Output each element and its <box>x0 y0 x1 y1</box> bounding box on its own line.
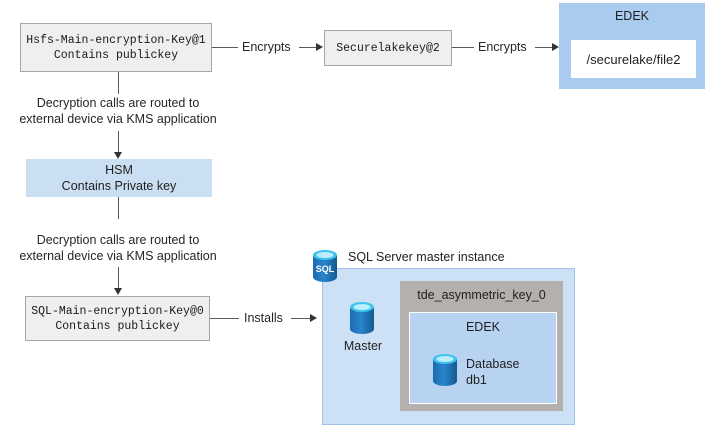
connector-label-encrypts-2: Encrypts <box>478 40 527 54</box>
hsfs-key-line2: Contains publickey <box>53 48 179 62</box>
connector-label-installs: Installs <box>244 311 283 325</box>
arrowhead-to-sql-key <box>114 288 122 295</box>
node-securelakekey[interactable]: Securelakekey@2 <box>324 30 452 66</box>
edek-file-box[interactable]: /securelake/file2 <box>571 40 696 78</box>
sql-server-icon: SQL <box>311 249 339 283</box>
connector-line-hsm-down <box>118 197 119 219</box>
connector-line-encrypts-to-edek <box>535 47 552 48</box>
connector-line-securelake-to-encrypts <box>452 47 474 48</box>
hsm-line2: Contains Private key <box>61 179 177 193</box>
securelakekey-line1: Securelakekey@2 <box>336 41 440 55</box>
node-sql-main-encryption-key[interactable]: SQL-Main-encryption-Key@0 Contains publi… <box>25 296 210 341</box>
tde-asymmetric-key-label: tde_asymmetric_key_0 <box>417 288 546 302</box>
connector-line-note2-down <box>118 267 119 290</box>
arrowhead-to-sql-instance <box>310 314 317 322</box>
arrowhead-to-hsm <box>114 152 122 159</box>
connector-line-encrypts-to-securelake <box>299 47 316 48</box>
master-database-label: Master <box>343 339 383 353</box>
connector-line-note1-down <box>118 131 119 154</box>
connector-line-sqlkey-to-installs <box>210 318 239 319</box>
database-db1-icon <box>431 353 459 387</box>
connector-line-hsfs-down <box>118 72 119 94</box>
connector-label-encrypts-1: Encrypts <box>242 40 291 54</box>
box-inner-edek: EDEK <box>409 312 557 404</box>
node-hsm[interactable]: HSM Contains Private key <box>26 159 212 197</box>
edek-panel-title: EDEK <box>614 9 650 23</box>
connector-line-hsfs-to-encrypts <box>212 47 238 48</box>
hsfs-key-line1: Hsfs-Main-encryption-Key@1 <box>26 33 206 47</box>
sql-key-line2: Contains publickey <box>55 319 180 333</box>
connector-line-installs-to-sql <box>291 318 310 319</box>
node-hsfs-main-encryption-key[interactable]: Hsfs-Main-encryption-Key@1 Contains publ… <box>20 23 212 72</box>
hsm-line1: HSM <box>105 163 133 177</box>
master-database-icon <box>348 301 376 335</box>
caption-decryption-note-1: Decryption calls are routed to external … <box>19 96 217 126</box>
database-db1-label: Database db1 <box>466 357 520 387</box>
arrowhead-to-edek-panel <box>552 43 559 51</box>
caption-decryption-note-2: Decryption calls are routed to external … <box>19 233 217 263</box>
inner-edek-title: EDEK <box>465 320 501 334</box>
box-tde-asymmetric-key: tde_asymmetric_key_0 EDEK <box>400 281 563 411</box>
sql-instance-title: SQL Server master instance <box>348 250 505 264</box>
svg-text:SQL: SQL <box>316 264 335 274</box>
sql-key-line1: SQL-Main-encryption-Key@0 <box>31 304 204 318</box>
arrowhead-to-securelakekey <box>316 43 323 51</box>
panel-edek-securelake: EDEK /securelake/file2 <box>559 3 705 89</box>
